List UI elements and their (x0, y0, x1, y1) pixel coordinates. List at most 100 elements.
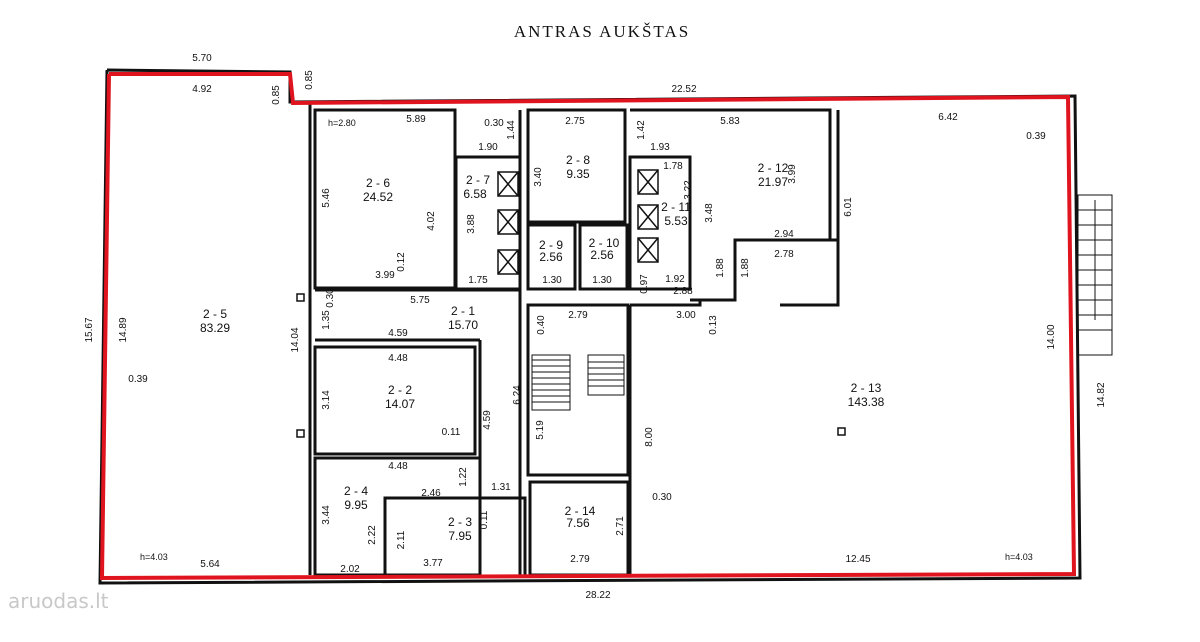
dimension: 3.48 (704, 203, 715, 223)
dimension: 4.02 (426, 211, 437, 231)
dimension: 3.14 (321, 390, 332, 410)
dimension: 14.82 (1096, 382, 1107, 407)
dimension: 2.02 (340, 564, 360, 575)
dimension: 0.30 (484, 118, 504, 129)
dimension: 1.78 (663, 161, 683, 172)
dimension: 2.79 (570, 554, 590, 565)
room-area: 7.56 (566, 516, 590, 530)
room-area: 2.56 (590, 248, 614, 262)
dimension: 1.75 (468, 275, 488, 286)
room-id: 2 - 6 (366, 176, 390, 190)
dimension: 5.64 (200, 559, 220, 570)
dimension: 1.44 (506, 120, 517, 140)
room-id: 2 - 12 (758, 161, 789, 175)
boundary-outline (99, 72, 1077, 581)
room-id: 2 - 11 (661, 200, 691, 214)
height-labels: h=2.80 h=4.03 h=4.03 (140, 118, 1033, 562)
room-area: 7.95 (448, 529, 472, 543)
dimension: 0.85 (304, 70, 315, 90)
dimension: 2.79 (568, 310, 588, 321)
dimension: 3.99 (787, 164, 798, 184)
dimension: 0.11 (479, 510, 490, 529)
room-area: 21.97 (758, 175, 788, 189)
room-area: 14.07 (385, 397, 415, 411)
dimension: 2.94 (774, 229, 794, 240)
dimension: 0.11 (442, 427, 461, 438)
room-id: 2 - 2 (388, 383, 412, 397)
room-id: 2 - 1 (451, 304, 475, 318)
dimension: 1.90 (478, 142, 498, 153)
dimension: 2.71 (615, 516, 626, 536)
room-id: 2 - 8 (566, 153, 590, 167)
dimension: 2.78 (774, 249, 794, 260)
room-area: 83.29 (200, 321, 230, 335)
dimension: 5.70 (192, 53, 212, 64)
room-area: 15.70 (448, 318, 478, 332)
dimension: 12.45 (845, 554, 870, 565)
walls (98, 68, 1082, 585)
dimension: 0.39 (128, 374, 148, 385)
dimension: 14.00 (1046, 324, 1057, 349)
dimension: 5.75 (410, 295, 430, 306)
height-label: h=4.03 (140, 552, 168, 562)
watermark: aruodas.lt (8, 589, 109, 613)
dimension: 3.88 (466, 214, 477, 234)
dimension: 28.22 (585, 590, 610, 601)
dimension: 15.67 (84, 317, 95, 342)
dimension: 5.83 (720, 116, 740, 127)
room-id: 2 - 5 (203, 307, 227, 321)
dimension: 4.48 (388, 353, 408, 364)
dimension: 1.22 (458, 467, 469, 487)
dimension: 2.22 (367, 525, 378, 545)
dimension: 5.19 (535, 420, 546, 440)
room-id: 2 - 7 (466, 173, 490, 187)
dimension: 2.88 (673, 286, 693, 297)
room-id: 2 - 13 (851, 381, 882, 395)
dimension: 0.30 (325, 288, 336, 308)
room-area: 143.38 (848, 395, 885, 409)
dimension: 3.44 (321, 505, 332, 525)
staircase (531, 194, 1113, 411)
dimension: 14.89 (118, 317, 129, 342)
dimension: 1.92 (665, 274, 685, 285)
room-area: 9.95 (344, 498, 368, 512)
room-id: 2 - 14 (565, 504, 596, 518)
room-labels: 2 - 5 83.29 2 - 6 24.52 2 - 7 6.58 2 - 8… (200, 153, 885, 543)
height-label: h=2.80 (328, 118, 356, 128)
dimension: 2.11 (396, 530, 407, 549)
dimension: 1.35 (321, 310, 332, 330)
height-label: h=4.03 (1005, 552, 1033, 562)
dimension: 6.42 (938, 112, 958, 123)
dimension: 0.97 (639, 274, 650, 294)
dimension: 0.12 (396, 252, 407, 272)
dimension: 1.93 (650, 142, 670, 153)
dimension: 2.75 (565, 116, 585, 127)
dimension: 6.01 (843, 197, 854, 217)
dimension: 0.40 (536, 315, 547, 335)
room-area: 9.35 (566, 167, 590, 181)
dimension: 1.88 (740, 258, 751, 278)
shafts (497, 169, 659, 275)
room-id: 2 - 9 (539, 238, 563, 252)
dimension: 0.39 (1026, 131, 1046, 142)
dimension: 1.88 (715, 258, 726, 278)
room-area: 6.58 (463, 187, 487, 201)
columns (296, 293, 846, 438)
dimension: 0.30 (652, 492, 672, 503)
dimension: 3.77 (423, 558, 443, 569)
dimension: 8.00 (644, 427, 655, 447)
dimension: 14.04 (290, 327, 301, 352)
dimension: 1.30 (592, 275, 612, 286)
dimension: 5.46 (321, 188, 332, 208)
dimension: 2.46 (421, 488, 441, 499)
dimension: 1.30 (542, 275, 562, 286)
dimension: 3.40 (533, 167, 544, 187)
dimension-labels: 5.70 4.92 0.85 0.85 22.52 5.89 0.30 1.44… (84, 53, 1107, 601)
dimension: 3.99 (375, 270, 395, 281)
dimension: 1.42 (636, 120, 647, 140)
dimension: 0.13 (708, 315, 719, 335)
room-id: 2 - 10 (589, 236, 620, 250)
room-area: 2.56 (539, 250, 563, 264)
dimension: 4.59 (388, 328, 408, 339)
